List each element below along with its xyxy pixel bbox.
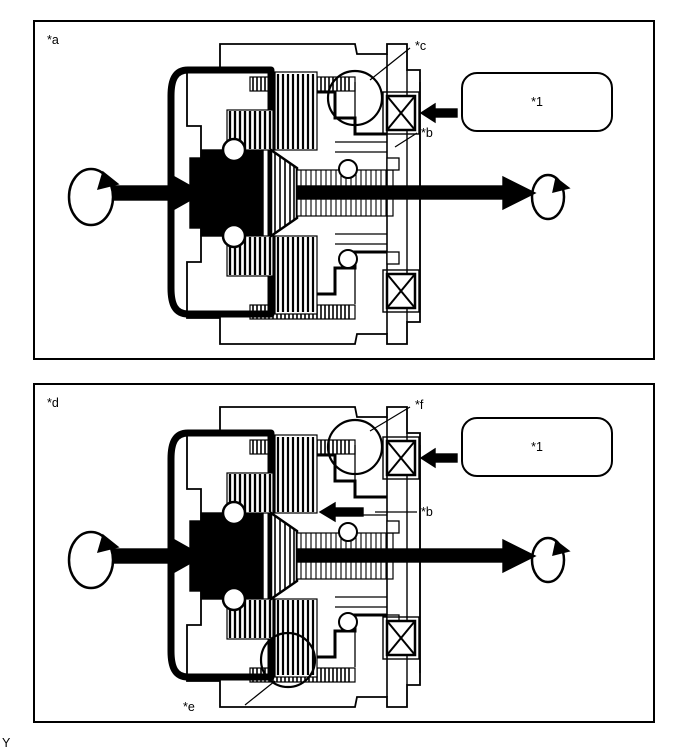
panel-bottom-label: *d — [47, 396, 59, 410]
callout-box-1-top-text: *1 — [531, 95, 543, 109]
diagram-panel-top: *a *c *b *1 — [33, 20, 655, 360]
callout-e-label: *e — [183, 700, 195, 714]
transmission-cutaway-bottom — [67, 406, 571, 708]
callout-f-label: *f — [415, 398, 424, 412]
callout-box-1-top: *1 — [461, 72, 613, 132]
callout-box-1-bottom-text: *1 — [531, 440, 543, 454]
panel-top-label: *a — [47, 33, 59, 47]
diagram-panel-bottom: *d *f *b *e *1 — [33, 383, 655, 723]
callout-box-1-bottom: *1 — [461, 417, 613, 477]
figure-corner-label: Y — [2, 736, 11, 750]
callout-b-label-top: *b — [421, 126, 433, 140]
transmission-cutaway-top — [67, 43, 571, 345]
callout-b-label-bottom: *b — [421, 505, 433, 519]
callout-c-label: *c — [415, 39, 427, 53]
